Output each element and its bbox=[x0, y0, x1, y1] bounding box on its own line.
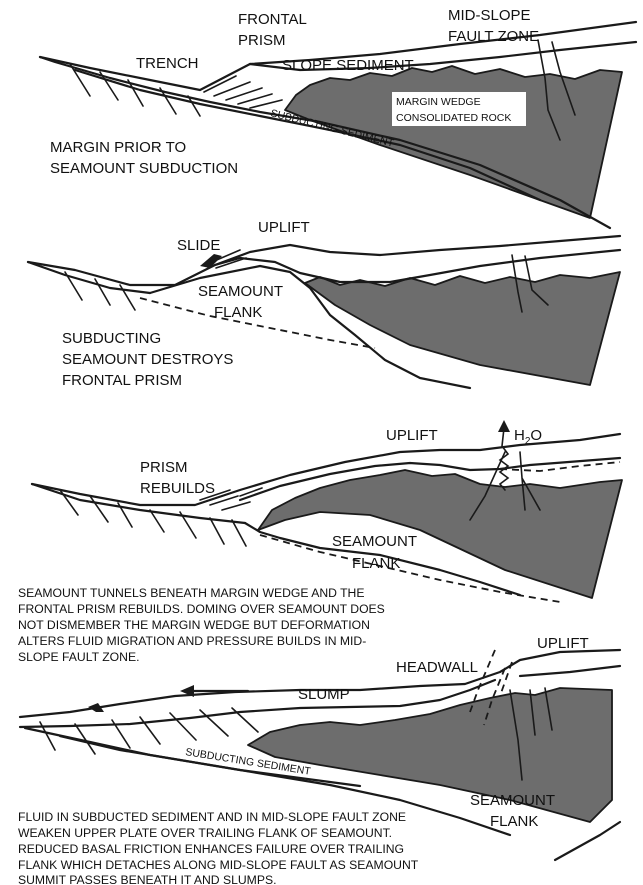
panel-2: UPLIFT SLIDE SEAMOUNT FLANK SUBDUCTING S… bbox=[28, 219, 620, 389]
margin-wedge-rock bbox=[285, 66, 622, 218]
panel4-caption-3: REDUCED BASAL FRICTION ENHANCES FAILURE … bbox=[18, 842, 404, 856]
uplift-label: UPLIFT bbox=[258, 219, 310, 236]
panel4-caption-4: FLANK WHICH DETACHES ALONG MID-SLOPE FAU… bbox=[18, 858, 419, 872]
seamount-flank-label-1: SEAMOUNT bbox=[332, 533, 417, 550]
panel-3: UPLIFT H2O PRISM REBUILDS SEAMOUNT FLANK… bbox=[18, 420, 622, 664]
panel2-caption-2: SEAMOUNT DESTROYS bbox=[62, 351, 233, 368]
trench-label: TRENCH bbox=[136, 55, 199, 72]
seamount-flank-line bbox=[555, 822, 620, 860]
panel-1: FRONTAL PRISM MID-SLOPE FAULT ZONE TRENC… bbox=[40, 7, 636, 228]
panel1-caption-2: SEAMOUNT SUBDUCTION bbox=[50, 160, 238, 177]
uplift-label: UPLIFT bbox=[386, 427, 438, 444]
panel1-caption-1: MARGIN PRIOR TO bbox=[50, 139, 186, 156]
margin-wedge-rock bbox=[258, 470, 622, 598]
panel2-caption-1: SUBDUCTING bbox=[62, 330, 161, 347]
panel4-caption-5: SUMMIT PASSES BENEATH IT AND SLUMPS. bbox=[18, 873, 276, 885]
upper-surface-2 bbox=[520, 666, 620, 676]
slide-label: SLIDE bbox=[177, 237, 220, 254]
margin-wedge-label-2: CONSOLIDATED ROCK bbox=[396, 112, 511, 124]
prism-rebuilds-label-2: REBUILDS bbox=[140, 480, 215, 497]
seamount-flank-label-2: FLANK bbox=[490, 813, 538, 830]
h2o-h: H bbox=[514, 427, 525, 444]
panel4-caption-1: FLUID IN SUBDUCTED SEDIMENT AND IN MID-S… bbox=[18, 810, 406, 824]
basement-line bbox=[28, 262, 150, 293]
slope-sediment-label: SLOPE SEDIMENT bbox=[282, 57, 414, 74]
panel3-caption-2: FRONTAL PRISM REBUILDS. DOMING OVER SEAM… bbox=[18, 602, 385, 616]
slide-arrow bbox=[200, 254, 222, 268]
panel2-caption-3: FRONTAL PRISM bbox=[62, 372, 182, 389]
seamount-flank-label-2: FLANK bbox=[352, 555, 400, 572]
margin-wedge-label-1: MARGIN WEDGE bbox=[396, 96, 481, 108]
seamount-flank-label-2: FLANK bbox=[214, 304, 262, 321]
panel4-caption-2: WEAKEN UPPER PLATE OVER TRAILING FLANK O… bbox=[18, 826, 392, 840]
mid-slope-label-1: MID-SLOPE bbox=[448, 7, 531, 24]
mid-slope-label-2: FAULT ZONE bbox=[448, 28, 539, 45]
panel3-caption-5: SLOPE FAULT ZONE. bbox=[18, 650, 139, 664]
uplift-label: UPLIFT bbox=[537, 635, 589, 652]
panel-4: UPLIFT HEADWALL SLUMP SUBDUCTING SEDIMEN… bbox=[18, 635, 620, 885]
headwall-label: HEADWALL bbox=[396, 659, 478, 676]
prism-rebuilds-label-1: PRISM bbox=[140, 459, 188, 476]
panel3-caption-1: SEAMOUNT TUNNELS BENEATH MARGIN WEDGE AN… bbox=[18, 586, 365, 600]
frontal-prism-label-1: FRONTAL bbox=[238, 11, 307, 28]
h2o-arrowhead bbox=[498, 420, 510, 432]
seamount-flank-label-1: SEAMOUNT bbox=[470, 792, 555, 809]
frontal-prism-label-2: PRISM bbox=[238, 32, 286, 49]
panel3-caption-3: NOT DISMEMBER THE MARGIN WEDGE BUT DEFOR… bbox=[18, 618, 370, 632]
slump-label: SLUMP bbox=[298, 686, 350, 703]
h2o-arrow bbox=[500, 428, 508, 490]
margin-wedge-rock bbox=[305, 272, 620, 385]
panel3-caption-4: ALTERS FLUID MIGRATION AND PRESSURE BUIL… bbox=[18, 634, 366, 648]
oceanic-faults bbox=[40, 708, 258, 754]
h2o-o: O bbox=[530, 427, 542, 444]
seamount-flank-label-1: SEAMOUNT bbox=[198, 283, 283, 300]
